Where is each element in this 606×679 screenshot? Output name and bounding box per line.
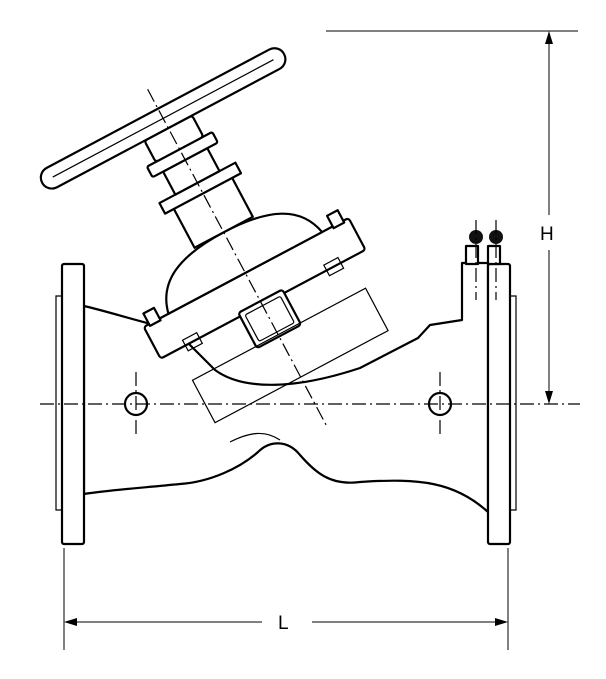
valve-seat	[191, 287, 389, 424]
cover-slot-left	[181, 331, 204, 352]
measuring-nipples	[464, 220, 503, 300]
arrow-up-icon	[545, 31, 553, 44]
bolt-holes	[123, 372, 453, 436]
h-label: H	[540, 224, 554, 245]
body-contour	[82, 261, 490, 514]
l-label: L	[278, 613, 289, 634]
nipple-left-cap	[469, 230, 483, 244]
cover-slot-right	[323, 256, 345, 277]
bolt-left	[142, 306, 162, 327]
left-flange-face	[55, 295, 62, 511]
right-flange-face	[510, 295, 517, 511]
bolt-right	[325, 209, 346, 230]
nipple-right-body	[486, 244, 502, 266]
nipple-right-cap	[489, 230, 503, 244]
arrow-left-icon	[64, 618, 77, 626]
spindle-axis	[147, 88, 327, 426]
arrow-down-icon	[545, 391, 553, 404]
arrow-right-icon	[495, 618, 508, 626]
nipple-left-body	[464, 244, 480, 266]
dimension-h: H	[326, 30, 578, 404]
dimension-l: L	[63, 548, 509, 650]
belly-line	[229, 432, 281, 443]
bonnet-assembly	[39, 47, 389, 426]
